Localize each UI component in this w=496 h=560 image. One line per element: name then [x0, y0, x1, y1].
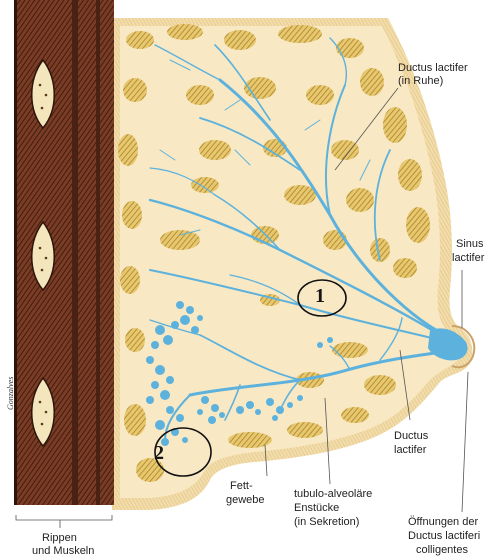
muscle-band-divider [72, 0, 78, 505]
muscle-band-divider-2 [96, 0, 100, 505]
label-rippen-line2: und Muskeln [32, 545, 94, 557]
label-fett-line1: Fett- [230, 480, 253, 492]
label-ductus-line2: lactifer [394, 444, 426, 456]
label-ductus-line1: Ductus [394, 430, 428, 442]
label-tubulo-line2: Enstücke [294, 502, 339, 514]
label-sinus-line2: lactifer [452, 252, 484, 264]
muscle-outline-left [14, 0, 17, 505]
label-oeffnungen-line1: Öffnungen der [408, 516, 478, 528]
label-oeffnungen-line2: Ductus lactiferi [408, 530, 480, 542]
marker-2-number: 2 [154, 442, 164, 465]
label-rippen-line1: Rippen [42, 532, 77, 544]
label-fett-line2: gewebe [226, 494, 265, 506]
label-ductus-ruhe-line2: (in Ruhe) [398, 75, 443, 87]
label-ductus-ruhe-line1: Ductus lactifer [398, 62, 468, 74]
label-sinus-line1: Sinus [456, 238, 484, 250]
marker-1-number: 1 [315, 285, 325, 308]
label-tubulo-line1: tubulo-alveoläre [294, 488, 372, 500]
label-tubulo-line3: (in Sekretion) [294, 516, 359, 528]
label-oeffnungen-line3: colligentes [416, 544, 468, 556]
artist-signature: Gonzalves [6, 377, 15, 410]
